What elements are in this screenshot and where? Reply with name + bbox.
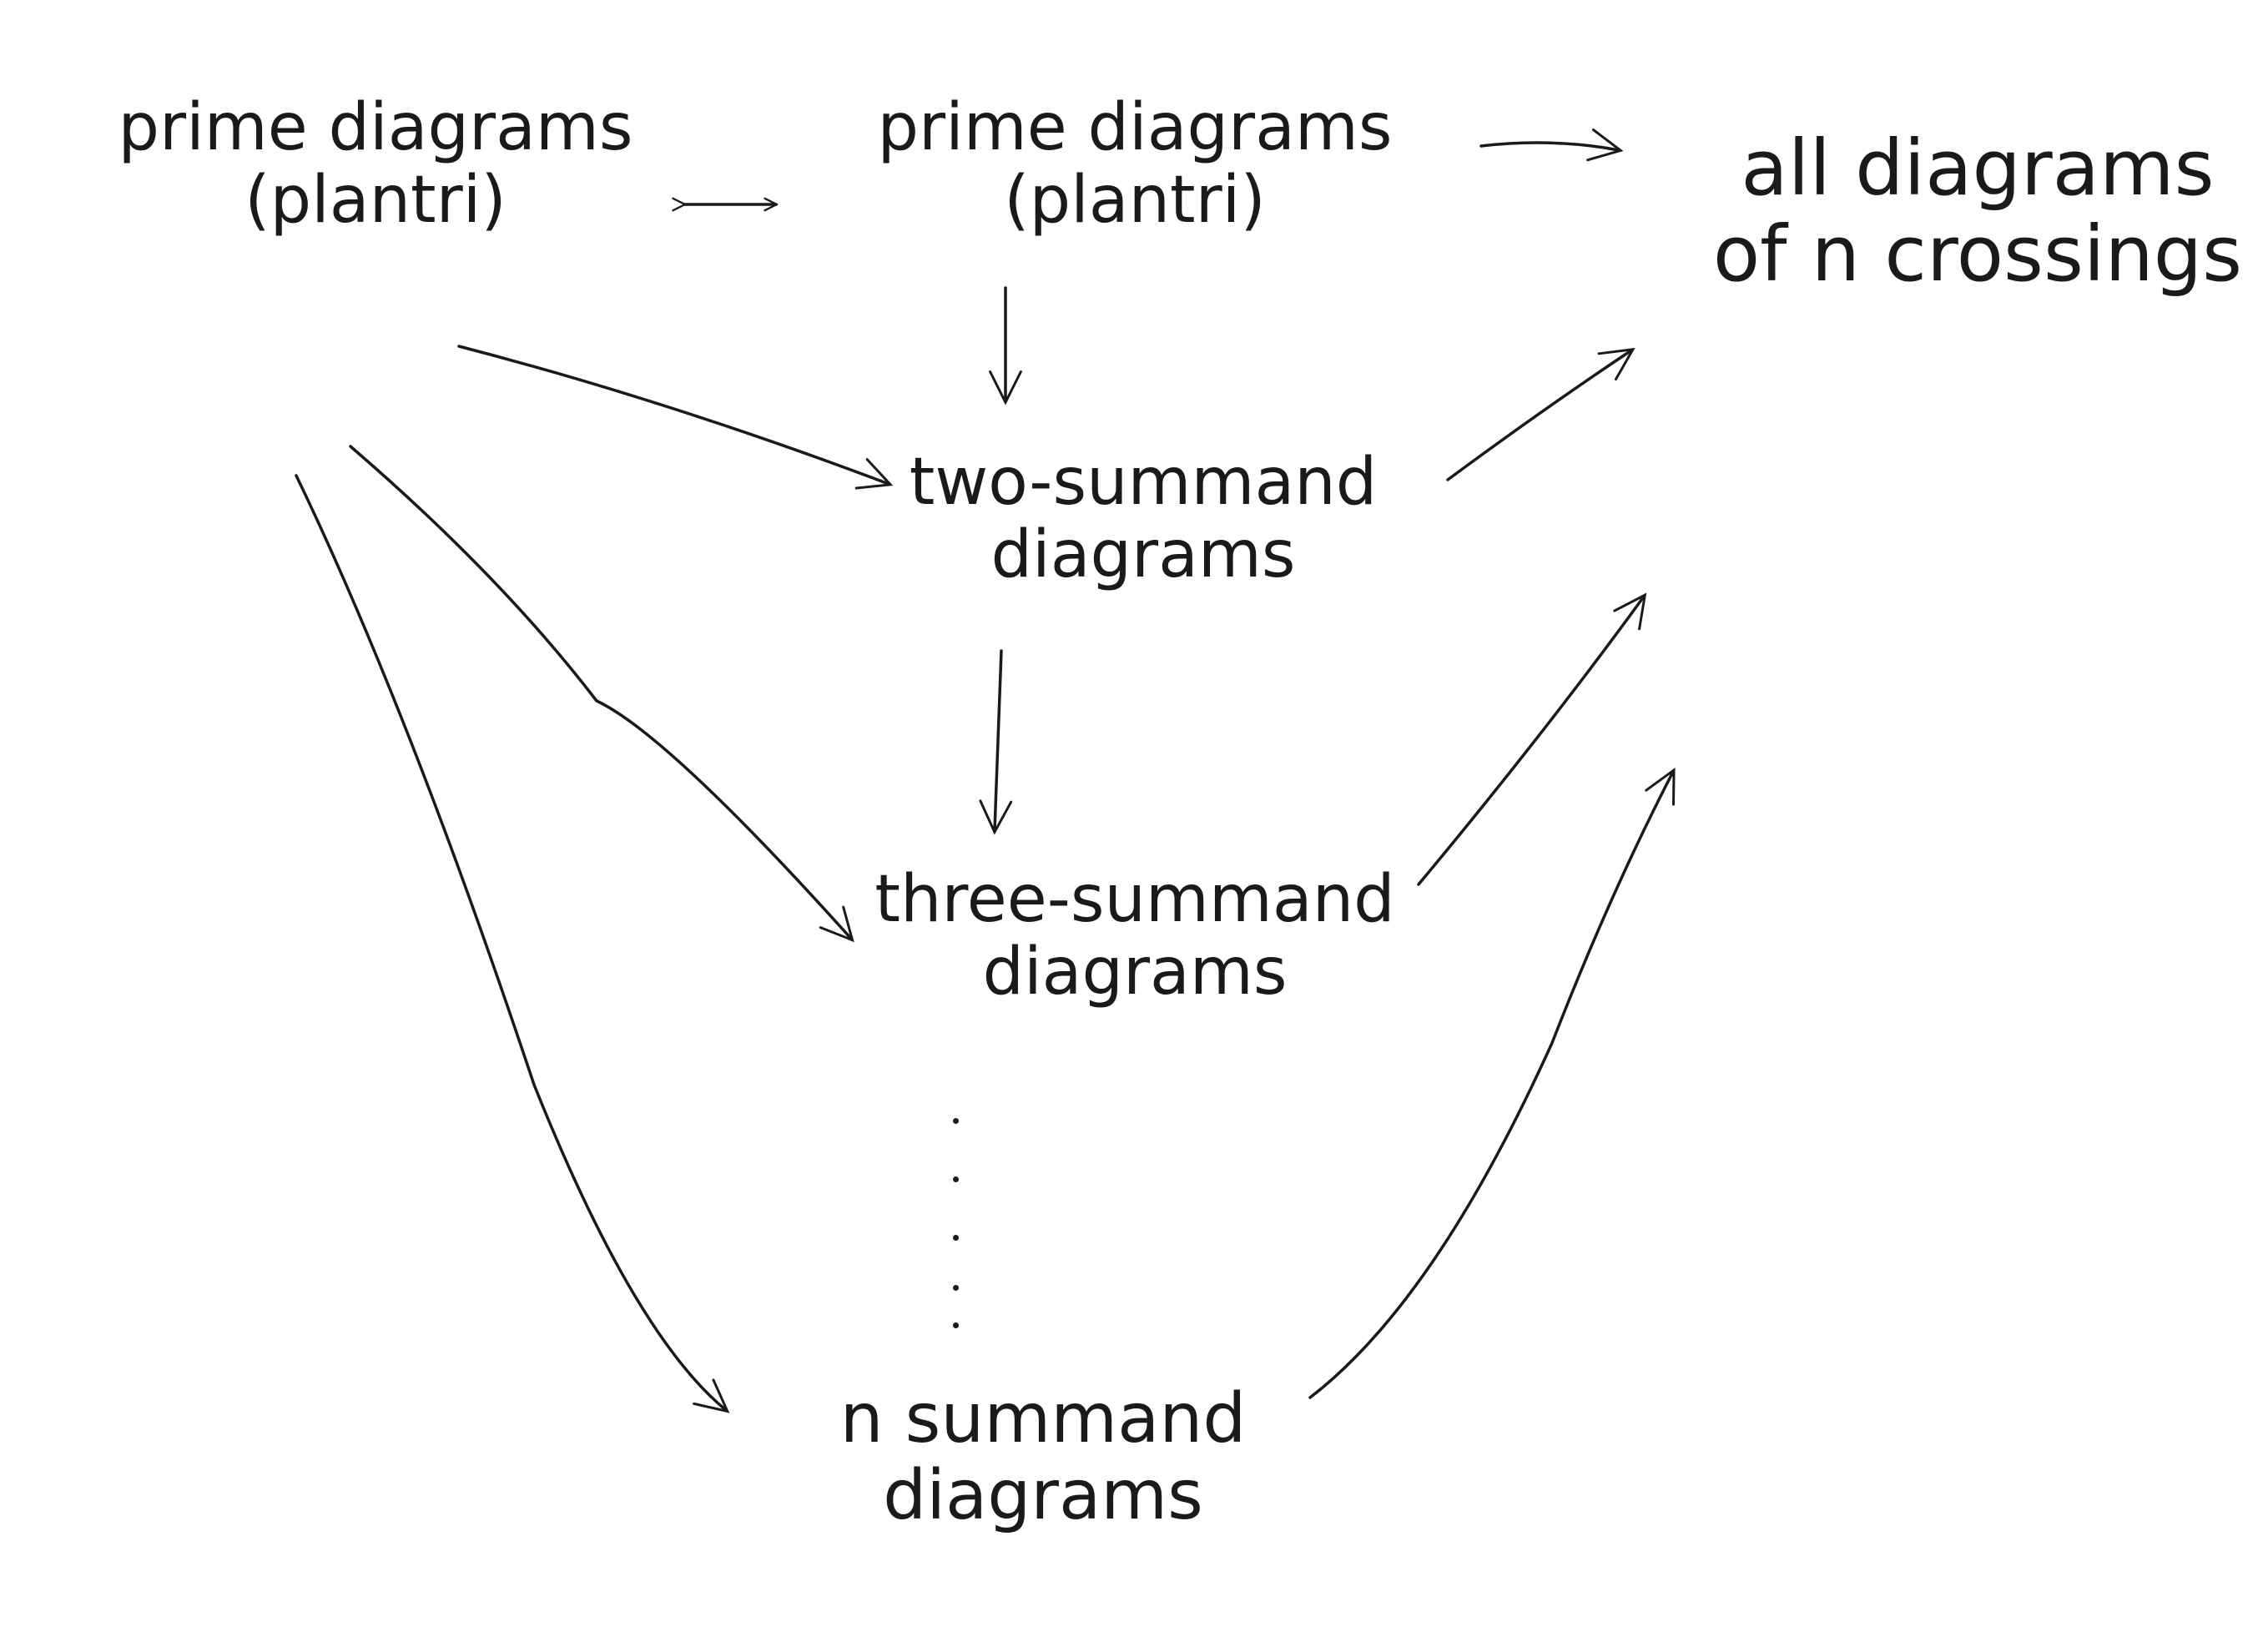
node-two-line2: diagrams bbox=[990, 517, 1296, 593]
node-all-line1: all diagrams bbox=[1741, 123, 2215, 213]
ellipsis-dots bbox=[948, 1110, 965, 1335]
arrow-two-to-all bbox=[1446, 347, 1635, 481]
arrow-prime-right-to-all bbox=[1479, 128, 1624, 162]
arrow-n-to-all bbox=[1308, 767, 1676, 1399]
node-n-line1: n summand bbox=[839, 1379, 1247, 1458]
node-prime-right-line2: (plantri) bbox=[1004, 163, 1266, 239]
node-n-line2: diagrams bbox=[883, 1455, 1203, 1535]
node-all-diagrams: all diagrams of n crossings bbox=[1713, 125, 2242, 297]
arrow-three-to-all bbox=[1417, 592, 1647, 886]
node-three-summand: three-summand diagrams bbox=[874, 862, 1395, 1010]
node-two-summand: two-summand diagrams bbox=[910, 446, 1377, 592]
arrow-prime-left-to-three bbox=[349, 445, 854, 943]
arrow-prime-left-to-n bbox=[295, 474, 730, 1413]
node-prime-diagrams-left: prime diagrams (plantri) bbox=[118, 90, 633, 239]
node-n-summand: n summand diagrams bbox=[840, 1381, 1247, 1534]
node-all-line2: of n crossings bbox=[1712, 209, 2243, 300]
node-prime-diagrams-right: prime diagrams (plantri) bbox=[877, 90, 1393, 239]
arrow-two-to-three bbox=[979, 649, 1013, 835]
arrow-prime-left-to-two bbox=[457, 345, 894, 490]
node-prime-right-line1: prime diagrams bbox=[877, 90, 1393, 165]
node-three-line2: diagrams bbox=[982, 934, 1288, 1010]
node-prime-left-line2: (plantri) bbox=[244, 163, 507, 239]
node-prime-left-line1: prime diagrams bbox=[118, 90, 633, 165]
node-three-line1: three-summand bbox=[874, 862, 1395, 937]
node-two-line1: two-summand bbox=[909, 445, 1378, 520]
